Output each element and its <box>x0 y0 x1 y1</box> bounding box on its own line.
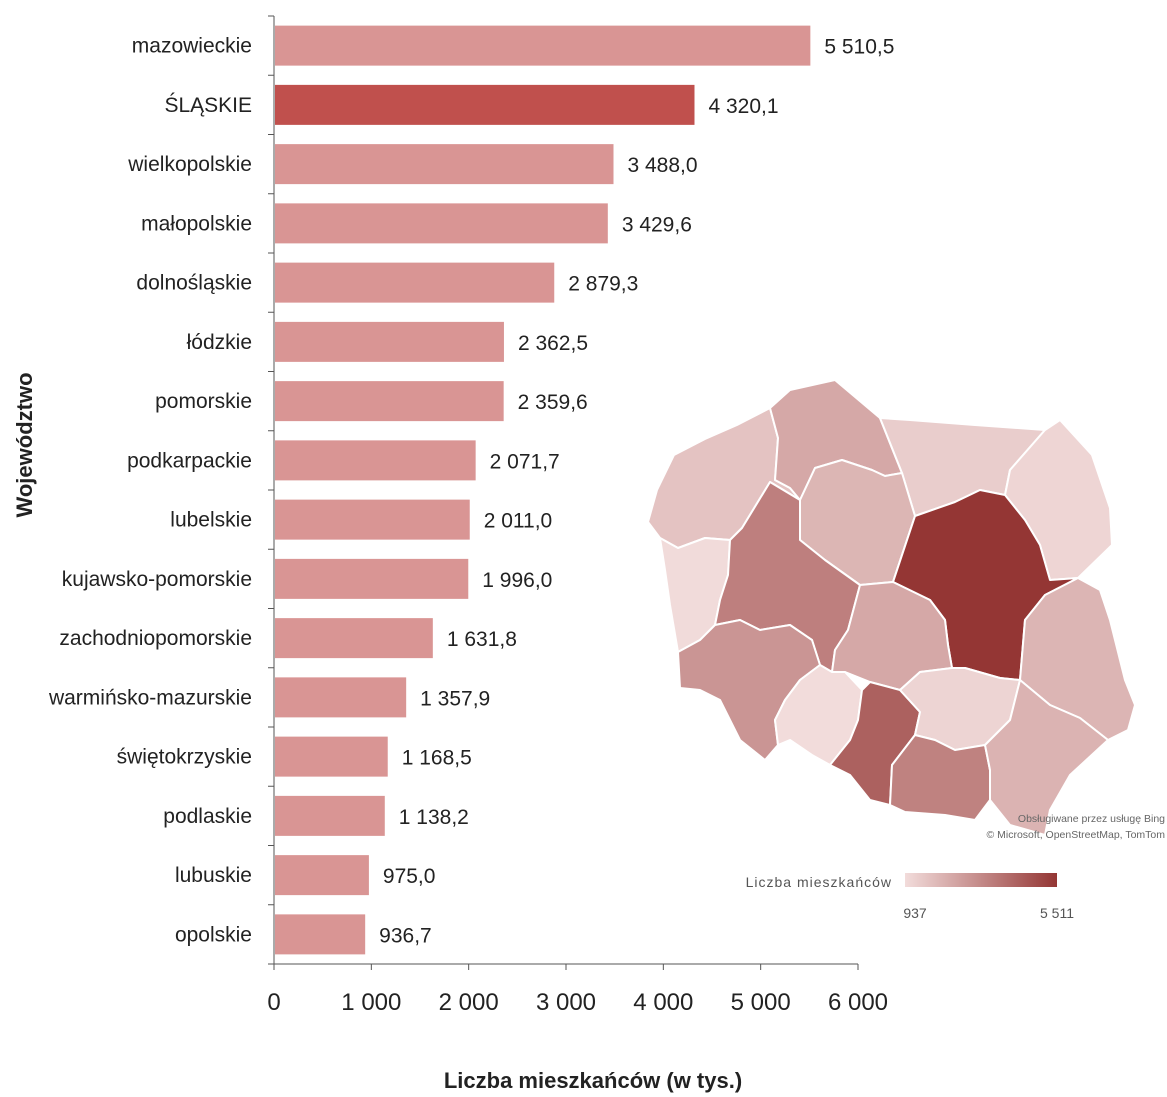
category-label: warmińsko-mazurskie <box>48 686 252 709</box>
legend-max-label: 5 511 <box>1040 905 1074 921</box>
bar-3 <box>275 144 614 185</box>
bar-1 <box>275 25 811 66</box>
category-label: lubuskie <box>175 864 252 887</box>
value-labels: 5 510,5 4 320,1 3 488,0 3 429,6 2 879,3 2 362… <box>379 36 894 948</box>
x-tick-label: 0 <box>267 989 280 1016</box>
x-tick-label: 6 000 <box>828 989 888 1016</box>
bars-group <box>275 25 811 955</box>
bar-2 <box>275 84 695 125</box>
category-label: ŚLĄSKIE <box>164 93 252 117</box>
map-attribution-line1: Obsługiwane przez usługę Bing <box>1018 813 1165 825</box>
value-label: 4 320,1 <box>708 95 778 118</box>
region-podkarpackie <box>984 679 1109 836</box>
bar-6 <box>275 321 504 362</box>
value-label: 1 996,0 <box>482 569 552 592</box>
category-label: wielkopolskie <box>127 153 252 176</box>
y-axis-title: Województwo <box>12 372 37 517</box>
value-label: 2 359,6 <box>518 391 588 414</box>
category-label: kujawsko-pomorskie <box>62 568 252 591</box>
value-label: 1 168,5 <box>402 747 472 770</box>
category-label: lubelskie <box>170 509 252 532</box>
x-tick-label: 3 000 <box>536 989 596 1016</box>
region-malopolskie <box>889 734 991 821</box>
bar-11 <box>275 618 433 659</box>
category-label: świętokrzyskie <box>117 746 252 769</box>
value-label: 2 362,5 <box>518 332 588 355</box>
x-tick-label: 2 000 <box>439 989 499 1016</box>
value-label: 2 011,0 <box>484 510 553 533</box>
legend-title: Liczba mieszkańców <box>746 874 892 890</box>
map-attribution-line2: © Microsoft, OpenStreetMap, TomTom <box>986 829 1165 841</box>
poland-map <box>647 379 1136 836</box>
value-label: 1 631,8 <box>447 628 517 651</box>
bar-14 <box>275 795 385 836</box>
value-label: 936,7 <box>379 924 432 947</box>
axes: 0 1 000 2 000 3 000 4 000 5 000 6 000 <box>267 15 888 1016</box>
category-label: mazowieckie <box>132 35 252 58</box>
map-legend: Liczba mieszkańców 937 5 511 <box>746 873 1074 921</box>
category-label: zachodniopomorskie <box>59 627 252 650</box>
bar-4 <box>275 203 608 244</box>
value-label: 3 488,0 <box>627 154 697 177</box>
category-label: podlaskie <box>163 805 252 828</box>
x-axis-title: Liczba mieszkańców (w tys.) <box>444 1068 742 1093</box>
value-label: 3 429,6 <box>622 213 692 236</box>
bar-16 <box>275 914 366 955</box>
bar-5 <box>275 262 555 303</box>
value-label: 2 071,7 <box>490 450 560 473</box>
value-label: 975,0 <box>383 865 436 888</box>
bar-7 <box>275 381 504 422</box>
legend-min-label: 937 <box>903 905 927 921</box>
value-label: 1 357,9 <box>420 687 490 710</box>
category-label: pomorskie <box>155 390 252 413</box>
bar-10 <box>275 558 469 599</box>
bar-13 <box>275 736 388 777</box>
category-label: opolskie <box>175 923 252 946</box>
category-label: łódzkie <box>187 331 252 354</box>
bar-12 <box>275 677 407 718</box>
x-tick-label: 1 000 <box>341 989 401 1016</box>
x-tick-label: 5 000 <box>731 989 791 1016</box>
bar-9 <box>275 499 470 540</box>
bar-15 <box>275 855 369 896</box>
value-label: 2 879,3 <box>568 273 638 296</box>
category-label: małopolskie <box>141 212 252 235</box>
bar-8 <box>275 440 476 481</box>
legend-gradient-bar <box>905 873 1057 887</box>
value-label: 5 510,5 <box>824 36 894 59</box>
category-label: dolnośląskie <box>136 272 252 295</box>
x-tick-label: 4 000 <box>633 989 693 1016</box>
value-label: 1 138,2 <box>399 806 469 829</box>
category-label: podkarpackie <box>127 449 252 472</box>
